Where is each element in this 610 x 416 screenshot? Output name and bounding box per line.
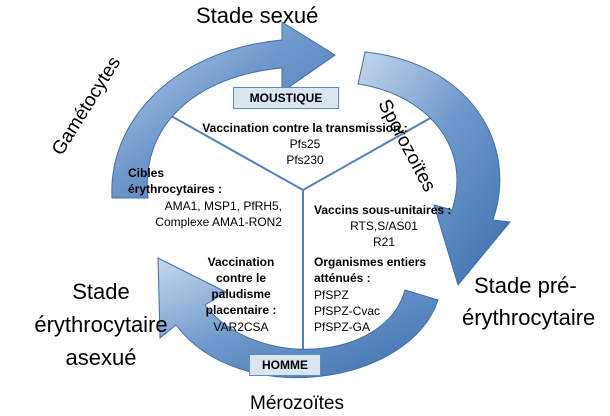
placental-item: VAR2CSA [213,320,269,334]
arrow-gametocytes-to-sexual [111,21,336,199]
label-preerythrocytic-line2: érythrocytaire [462,305,596,330]
subunit-item-rtss: RTS,S/AS01 [350,219,418,233]
placental-title-line4: placentaire : [205,303,277,317]
transmission-item-pfs230: Pfs230 [286,153,324,167]
whole-title-line1: Organismes entiers [314,255,427,269]
label-erythrocytic-line3: asexué [65,345,137,370]
label-erythrocytic-line1: Stade [72,279,130,304]
whole-item-pfspz-cvac: PfSPZ-Cvac [314,304,381,318]
erythrocyte-item-2: Complexe AMA1-RON2 [155,215,282,229]
divider-left [147,102,304,191]
transmission-title: Vaccination contre la transmission : [202,121,408,135]
label-preerythrocytic-line1: Stade pré- [474,273,577,298]
subunit-title: Vaccins sous-unitaires : [314,203,452,217]
placental-title-line1: Vaccination [207,255,275,269]
transmission-item-pfs25: Pfs25 [289,137,321,151]
whole-item-pfspz: PfSPZ [314,288,349,302]
host-mosquito-box: MOUSTIQUE [233,87,339,109]
placental-title-line3: paludisme [211,287,271,301]
whole-item-pfspz-ga: PfSPZ-GA [314,320,371,334]
arrow-sporozoites-to-preerythrocytic [357,51,511,287]
subunit-item-r21: R21 [372,235,395,249]
placental-title-line2: contre le [215,271,266,285]
label-merozoites: Mérozoïtes [250,393,344,414]
label-sexual-stage: Stade sexué [196,3,319,28]
erythrocyte-title-line2: érythrocytaires : [128,182,223,196]
erythrocyte-item-1: AMA1, MSP1, PfRH5, [164,199,282,213]
arrow-merozoites-to-erythrocytic [157,257,439,378]
host-human-box: HOMME [249,354,321,376]
whole-title-line2: atténués : [314,271,371,285]
label-erythrocytic-line2: érythrocytaire [34,312,168,337]
erythrocyte-title-line1: Cibles [128,166,165,180]
